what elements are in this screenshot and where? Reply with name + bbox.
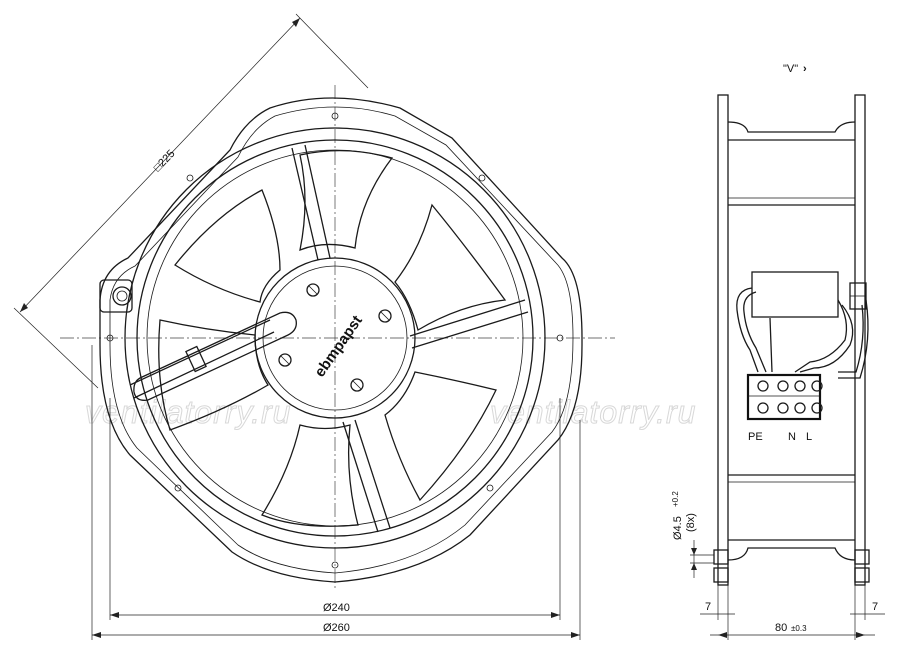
hole-tol-label: +0.2	[671, 491, 680, 507]
cable-channel	[133, 311, 297, 401]
right-flange	[854, 94, 866, 586]
hole-dim-label: Ø4.5	[672, 516, 684, 540]
dim-diagonal-label: □225	[152, 148, 178, 174]
mounting-hole-top-right	[478, 174, 486, 182]
struts	[129, 144, 529, 533]
dim-hole: Ø4.5 +0.2 (8x)	[671, 491, 714, 578]
ground-screw	[99, 279, 133, 313]
terminal-l-label: L	[806, 431, 812, 443]
mounting-hole-right	[556, 334, 564, 342]
housing-outline	[99, 97, 583, 583]
terminal-block	[746, 373, 823, 421]
wires	[736, 287, 869, 379]
dim-diagonal: □225	[13, 13, 369, 389]
terminal-n-label: N	[788, 431, 796, 443]
front-view: ebmpapst □225 Ø240 Ø260	[13, 13, 615, 640]
mounting-hole-top-left	[186, 174, 194, 182]
fan-blades	[158, 150, 507, 527]
capacitor	[751, 271, 839, 318]
view-arrow-icon: ›	[803, 63, 807, 75]
dim-inner-diameter: Ø240	[109, 398, 561, 620]
hole-count-label: (8x)	[685, 513, 697, 532]
watermarks: ventilatorry.ru ventilatorry.ru	[85, 394, 696, 431]
depth-tol-label: ±0.3	[791, 624, 807, 633]
dim-flange-right: 7	[850, 585, 885, 640]
side-bosses	[713, 549, 870, 583]
terminal-pe-label: PE	[748, 431, 763, 443]
dim-inner-label: Ø240	[323, 602, 350, 614]
watermark-left: ventilatorry.ru	[85, 394, 291, 430]
mounting-holes	[106, 112, 564, 569]
mounting-hole-bottom	[331, 561, 339, 569]
mounting-hole-top	[331, 112, 339, 120]
watermark-right: ventilatorry.ru	[490, 394, 696, 430]
hub-screws	[278, 283, 392, 392]
dim-outer-diameter: Ø260	[91, 345, 581, 640]
depth-label: 80	[775, 622, 787, 634]
hub-outer	[254, 257, 416, 419]
mounting-hole-left	[106, 334, 114, 342]
left-flange	[717, 94, 729, 586]
mounting-hole-bottom-left	[174, 484, 182, 492]
hub-inner	[262, 265, 408, 411]
flange-right-label: 7	[872, 601, 878, 613]
venturi-ring-mid	[136, 139, 534, 537]
side-view: "V" ›	[671, 63, 885, 640]
dim-depth: 80 ±0.3	[710, 622, 875, 638]
brand-logo: ebmpapst	[311, 312, 366, 380]
mounting-hole-bottom-right	[486, 484, 494, 492]
dim-outer-label: Ø260	[323, 622, 350, 634]
dim-flange-left: 7	[700, 585, 735, 640]
flange-left-label: 7	[705, 601, 711, 613]
housing-inner-outline	[109, 106, 574, 574]
venturi-ring-outer	[124, 127, 546, 549]
view-label: "V"	[783, 63, 798, 75]
